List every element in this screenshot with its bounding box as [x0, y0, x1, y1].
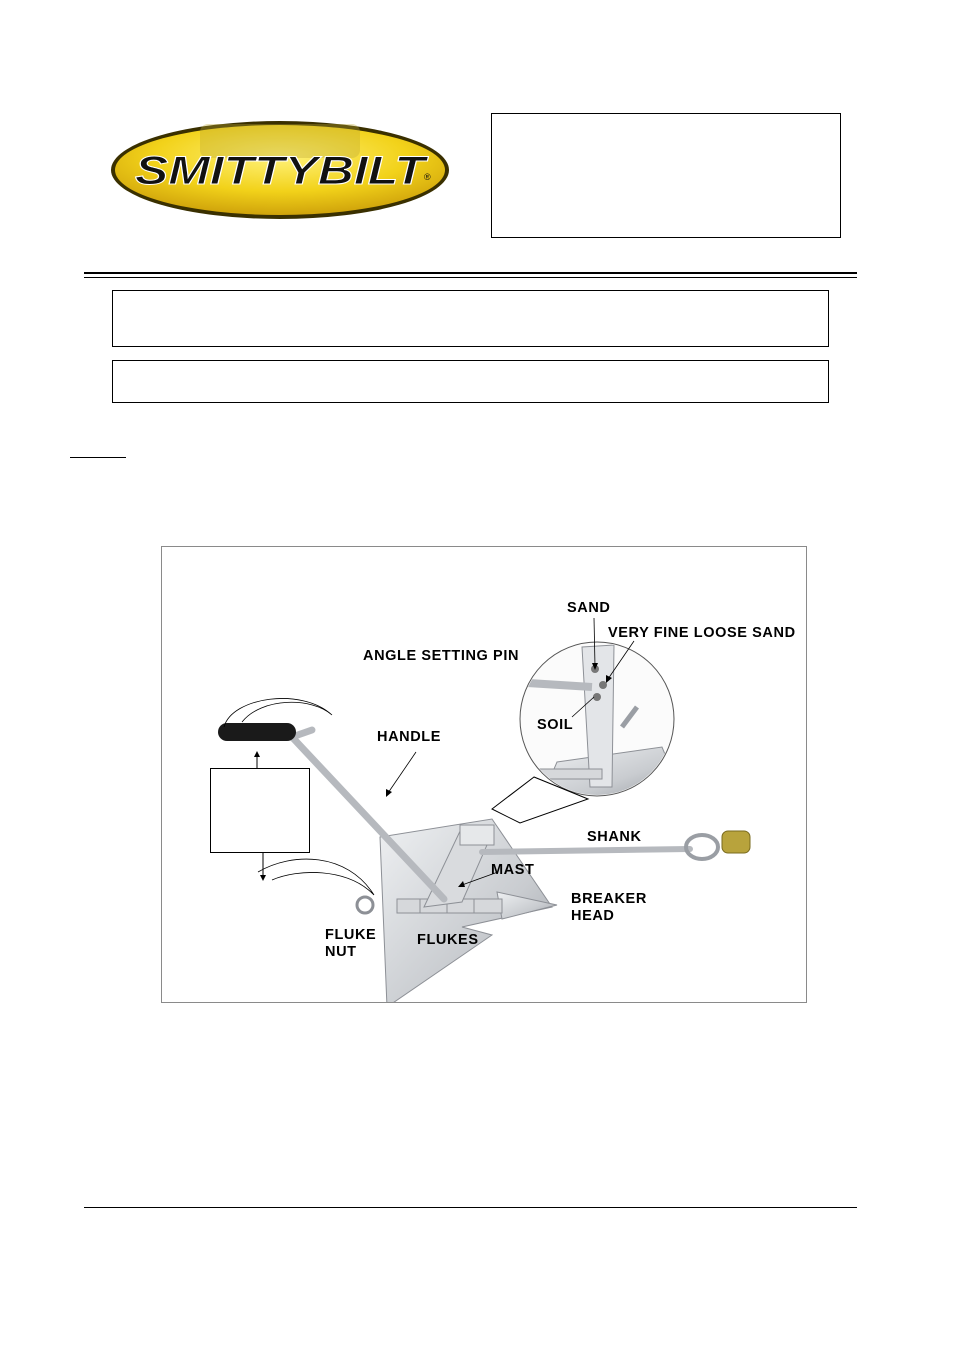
label-very-fine-loose-sand: VERY FINE LOOSE SAND [608, 625, 796, 641]
header-rule-thin [84, 277, 857, 278]
anchor-diagram: SAND VERY FINE LOOSE SAND ANGLE SETTING … [161, 546, 807, 1003]
logo-wordmark: SMITTYBILT [135, 149, 429, 193]
info-box [491, 113, 841, 238]
label-breaker: BREAKER [571, 891, 647, 907]
label-angle-setting-pin: ANGLE SETTING PIN [363, 648, 520, 664]
title-box [112, 290, 829, 347]
handle-grip [218, 723, 296, 741]
logo-registered-mark: ® [424, 172, 431, 182]
smittybilt-logo: SMITTYBILT ® [108, 118, 452, 222]
footer-rule [84, 1207, 857, 1208]
handle-callout-box [210, 768, 310, 853]
label-flukes: FLUKES [417, 932, 479, 948]
zoom-pointer-arrow [491, 776, 590, 824]
label-fluke: FLUKE [325, 927, 377, 943]
label-soil: SOIL [537, 717, 574, 733]
fluke-nut-ring [355, 895, 375, 915]
shank-bar [479, 846, 693, 855]
label-nut: NUT [325, 944, 357, 960]
header-rule-thick [84, 272, 857, 274]
label-shank: SHANK [587, 829, 642, 845]
shackle [684, 833, 720, 861]
handle-shaft [288, 733, 448, 903]
section-heading-underline [70, 457, 126, 458]
label-head: HEAD [571, 908, 615, 924]
label-mast: MAST [491, 862, 535, 878]
anchor-illustration [218, 617, 751, 1002]
label-handle: HANDLE [377, 729, 442, 745]
subtitle-box [112, 360, 829, 403]
label-sand: SAND [567, 600, 611, 616]
